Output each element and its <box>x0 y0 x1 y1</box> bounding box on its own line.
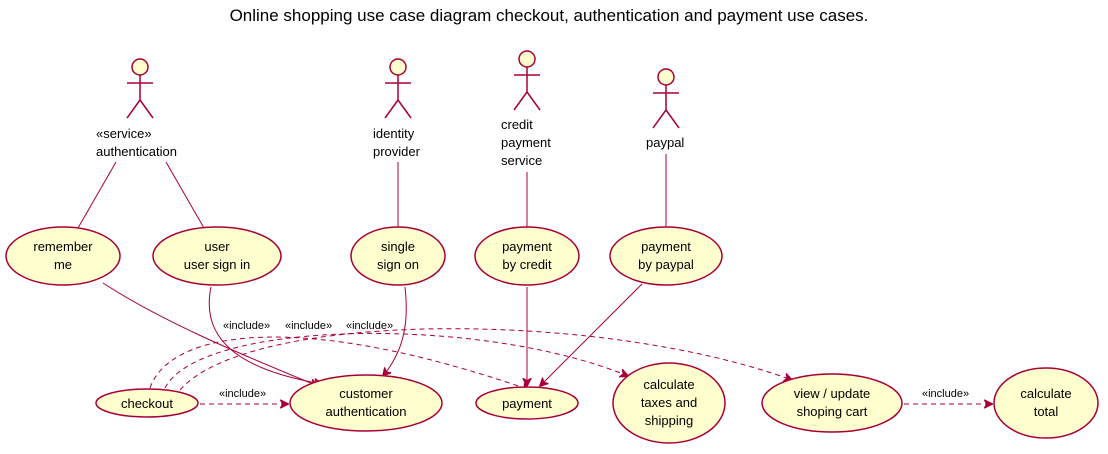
svg-text:by paypal: by paypal <box>638 257 694 272</box>
actor-label: paypal <box>646 135 684 150</box>
use-case-ellipse <box>993 367 1099 439</box>
use-case-remember-me[interactable]: remember me <box>5 226 121 286</box>
svg-text:checkout: checkout <box>121 396 173 411</box>
include-arrows <box>149 328 992 404</box>
actor-stereotype: «service» <box>96 126 152 141</box>
use-case-ellipse <box>474 226 580 286</box>
actor-head <box>389 58 407 76</box>
include-label-auth: «include» <box>219 388 266 400</box>
svg-text:sign on: sign on <box>377 257 419 272</box>
actor-label-line1: identity <box>373 126 415 141</box>
svg-text:single: single <box>381 239 415 254</box>
svg-text:calculate: calculate <box>1020 386 1071 401</box>
svg-text:authentication: authentication <box>326 404 407 419</box>
svg-text:user: user <box>204 239 230 254</box>
use-case-ellipse <box>152 226 282 286</box>
svg-text:payment: payment <box>641 239 691 254</box>
actor-head <box>131 58 149 76</box>
include-checkout-taxes <box>164 332 628 389</box>
use-case-view-update-cart[interactable]: view / update shoping cart <box>761 373 903 433</box>
svg-text:view / update: view / update <box>794 386 871 401</box>
arrow-remember-to-customer-auth <box>102 282 318 386</box>
use-case-ellipse <box>475 386 579 420</box>
svg-text:taxes and: taxes and <box>641 395 697 410</box>
use-case-ellipse <box>95 388 199 418</box>
include-checkout-payment <box>149 336 530 390</box>
use-case-ellipse <box>612 362 726 444</box>
svg-text:calculate: calculate <box>643 377 694 392</box>
svg-text:payment: payment <box>502 396 552 411</box>
include-label-1: «include» <box>223 320 270 332</box>
include-label-total: «include» <box>922 388 969 400</box>
arrow-sso-to-customer-auth <box>383 286 407 376</box>
actor-associations <box>77 154 667 229</box>
actor-label: authentication <box>96 144 177 159</box>
use-case-calculate-taxes[interactable]: calculate taxes and shipping <box>612 362 726 444</box>
use-case-ellipse <box>5 226 121 286</box>
use-case-ellipse <box>761 373 903 433</box>
actor-label-line1: credit <box>501 117 533 132</box>
svg-text:remember: remember <box>33 239 93 254</box>
include-labels: «include» «include» «include» «include» … <box>219 320 969 400</box>
use-case-payment-by-credit[interactable]: payment by credit <box>474 226 580 286</box>
assoc-auth-remember <box>77 161 117 229</box>
include-checkout-cart <box>179 328 792 391</box>
svg-text:payment: payment <box>502 239 552 254</box>
actor-head <box>518 50 536 68</box>
arrow-paypal-to-payment <box>540 283 643 386</box>
svg-text:total: total <box>1034 404 1059 419</box>
actor-label-line3: service <box>501 153 542 168</box>
include-label-2: «include» <box>285 320 332 332</box>
assoc-auth-signin <box>165 161 205 229</box>
actor-paypal[interactable]: paypal <box>646 68 684 150</box>
use-case-ellipse <box>289 374 443 432</box>
actor-credit-payment-service[interactable]: credit payment service <box>501 50 551 168</box>
use-case-user-sign-in[interactable]: user user sign in <box>152 226 282 286</box>
use-case-ellipse <box>609 226 723 286</box>
svg-text:me: me <box>54 257 72 272</box>
include-label-3: «include» <box>346 320 393 332</box>
actor-head <box>657 68 675 86</box>
svg-text:shoping cart: shoping cart <box>797 404 868 419</box>
actor-authentication[interactable]: «service» authentication <box>96 58 177 159</box>
diagram-title: Online shopping use case diagram checkou… <box>230 6 869 25</box>
arrow-signin-to-customer-auth <box>208 286 322 384</box>
use-case-calculate-total[interactable]: calculate total <box>993 367 1099 439</box>
actor-label-line2: payment <box>501 135 551 150</box>
actor-identity-provider[interactable]: identity provider <box>373 58 421 159</box>
use-case-customer-authentication[interactable]: customer authentication <box>289 374 443 432</box>
svg-text:shipping: shipping <box>645 413 693 428</box>
use-case-ellipse <box>350 226 446 286</box>
svg-text:by credit: by credit <box>502 257 552 272</box>
actor-label-line2: provider <box>373 144 421 159</box>
use-case-payment-by-paypal[interactable]: payment by paypal <box>609 226 723 286</box>
use-case-single-sign-on[interactable]: single sign on <box>350 226 446 286</box>
use-case-payment[interactable]: payment <box>475 386 579 420</box>
svg-text:customer: customer <box>339 386 393 401</box>
svg-text:user sign in: user sign in <box>184 257 250 272</box>
solid-arrows <box>102 282 643 386</box>
use-case-checkout[interactable]: checkout <box>95 388 199 418</box>
